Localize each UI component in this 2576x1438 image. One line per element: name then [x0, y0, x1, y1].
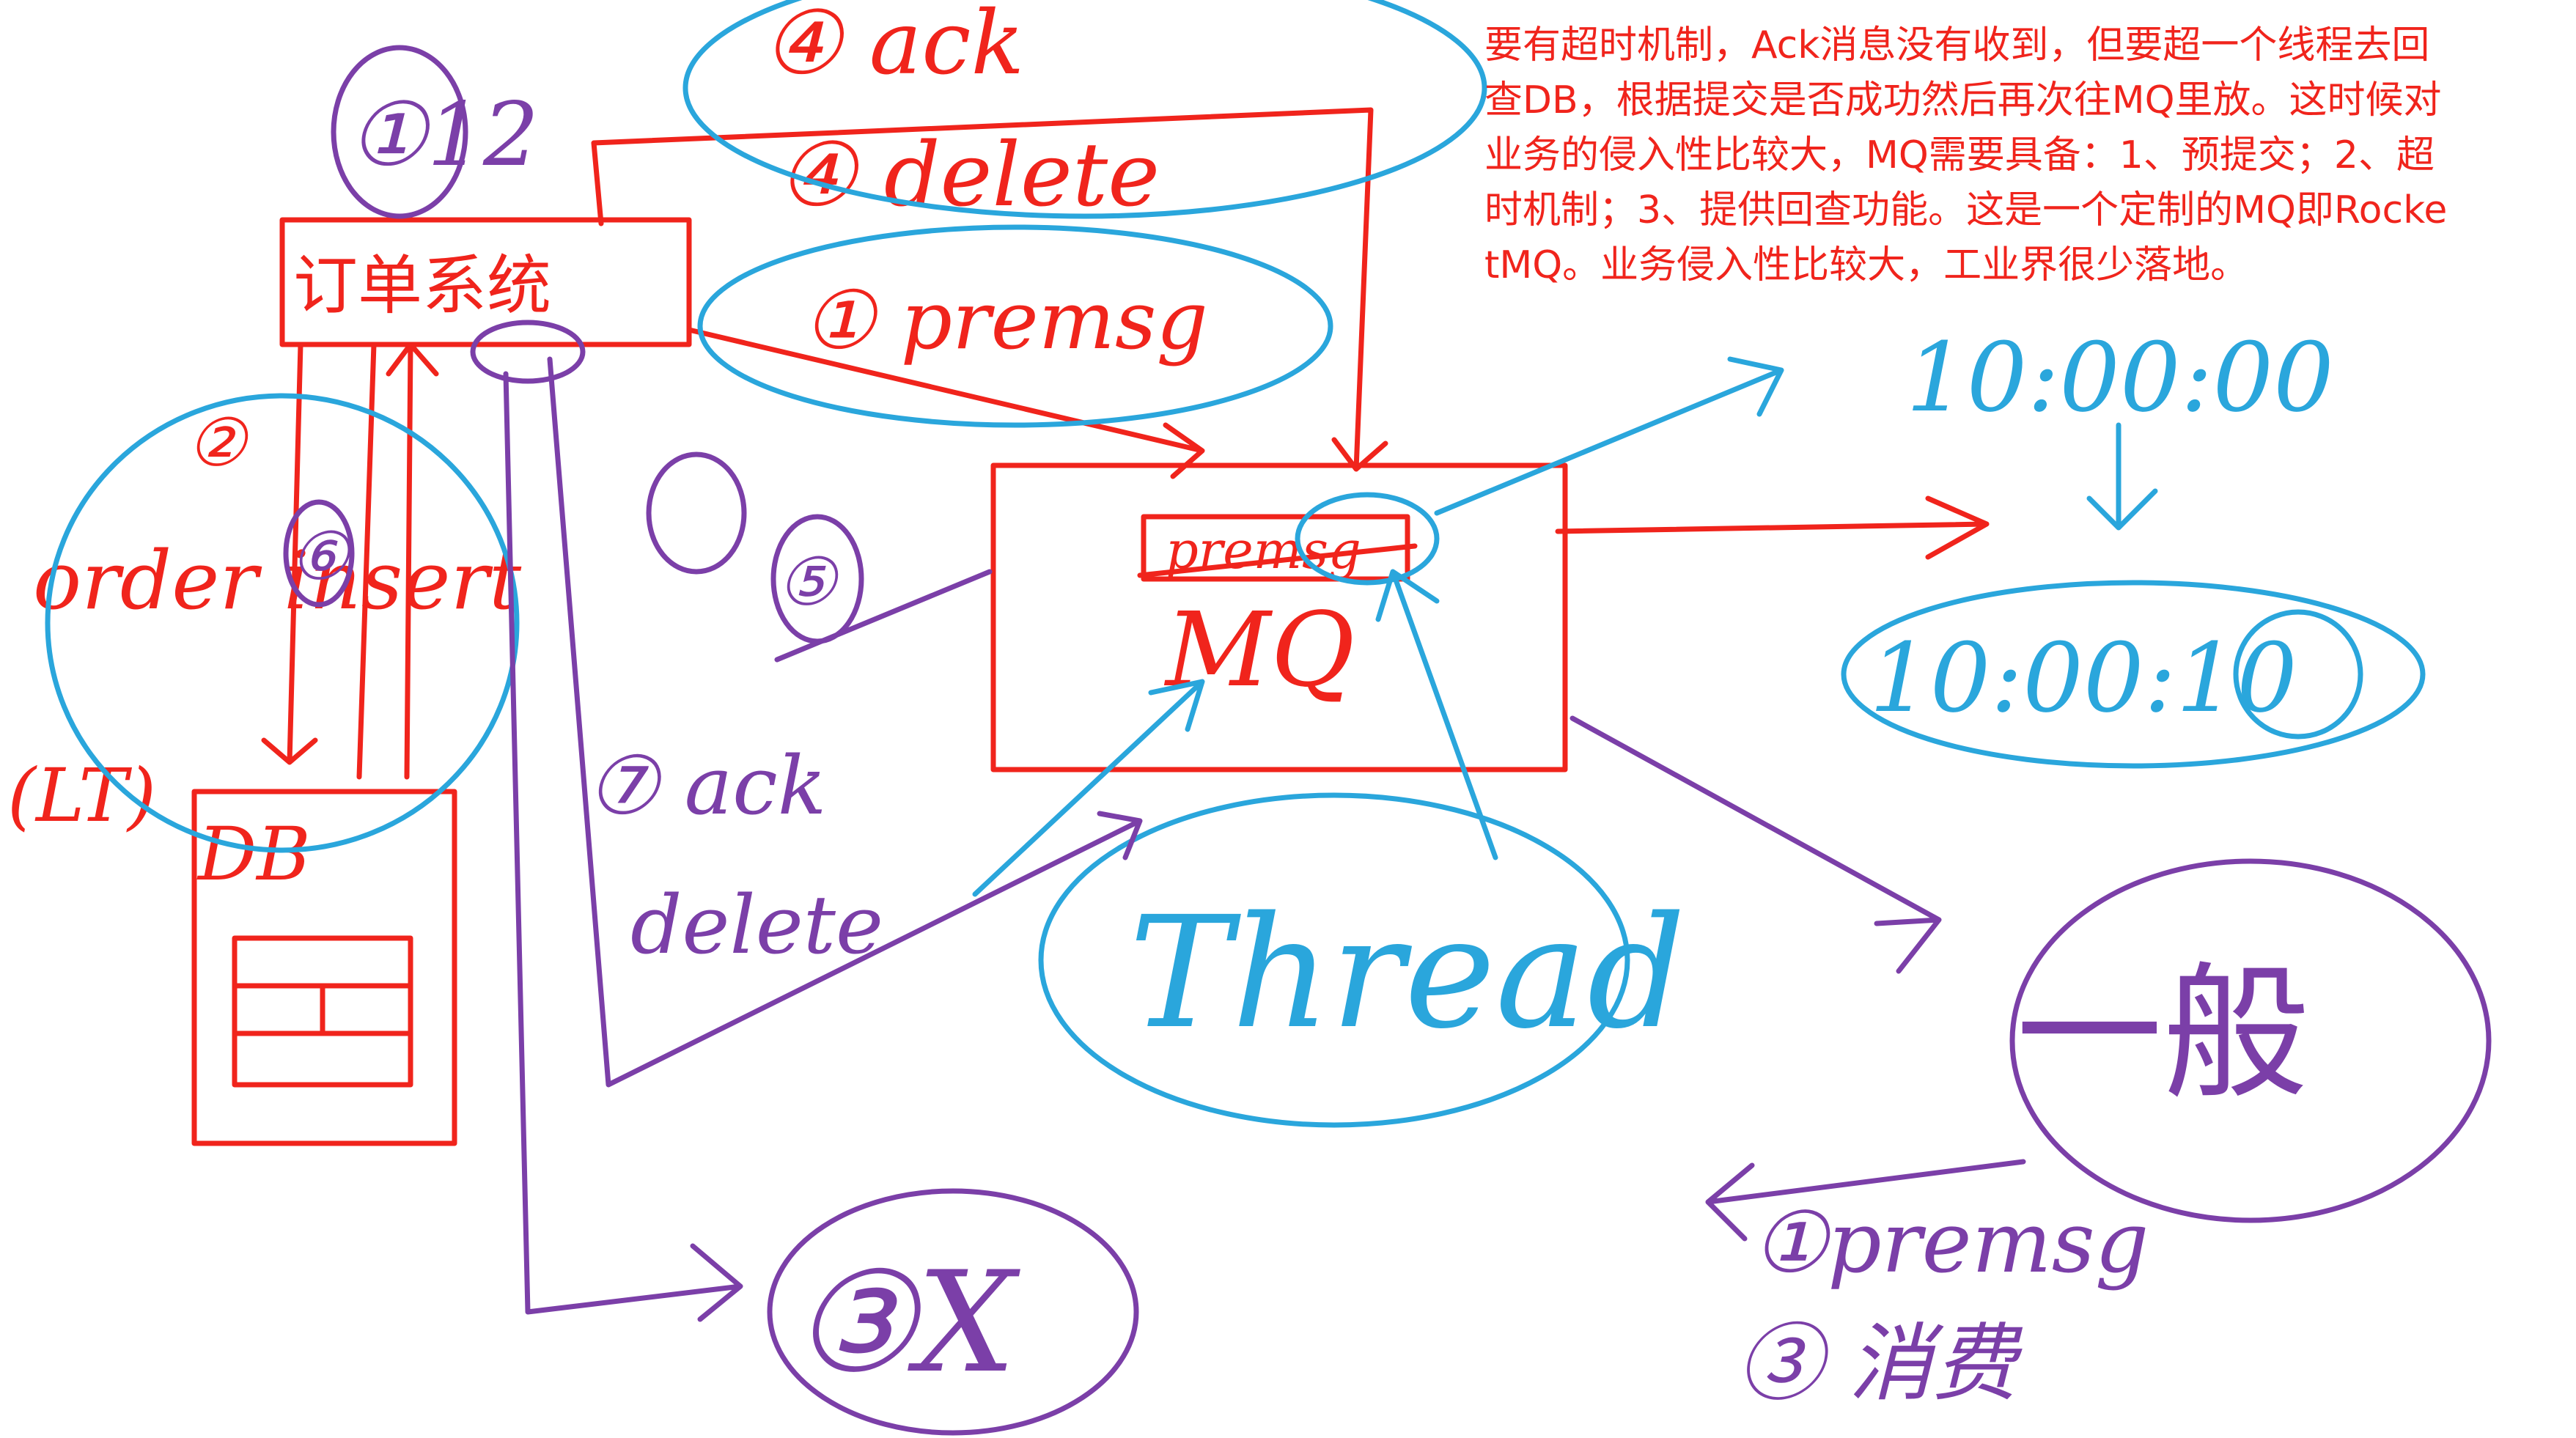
circle-step5-a [646, 451, 747, 575]
label-time1: 10:00:00 [1906, 322, 2334, 433]
ellipse-other-system [2009, 858, 2492, 1223]
line-order-db-2 [356, 342, 377, 780]
ellipse-thread [1038, 792, 1630, 1128]
label-order-insert: order insert [33, 534, 522, 627]
label-step6: ⑥ [290, 518, 352, 595]
ellipse-order-insert [45, 393, 520, 853]
arrow-thread-check [972, 679, 1205, 897]
arrow-premsg-to-mq [686, 327, 1205, 479]
arrow-time-down [2086, 422, 2158, 531]
label-order-service: 订单系统 [293, 248, 551, 323]
purple-text-layer: ①12 ⑥ ⑤ ⑦ ack delete ③X 一般 ①premsg ③ 消费 [290, 84, 2309, 1413]
arrow-thread-to-mq [1375, 569, 1498, 860]
purple-ink-layer [283, 45, 2492, 1436]
label-thread: Thread [1129, 883, 1686, 1063]
ellipse-3x [767, 1188, 1139, 1436]
red-ink-layer [191, 107, 1990, 1146]
circle-step6 [283, 499, 355, 608]
mq-box [990, 462, 1568, 773]
ellipse-time2 [1841, 580, 2426, 769]
ellipse-premsg [697, 224, 1333, 428]
label-3x: ③X [792, 1242, 1020, 1404]
label-step2: ② [187, 405, 249, 482]
circle-order-hub [470, 320, 586, 384]
blue-ink-layer [45, 0, 2426, 1128]
label-db: DB [196, 811, 311, 897]
arrow-order-to-db [261, 342, 318, 765]
arrow-order-to-3x [503, 371, 743, 1322]
arrow-ack-delete [547, 356, 1143, 1088]
annotation-note: 要有超时机制，Ack消息没有收到，但要超一个线程去回查DB，根据提交是否成功然后… [1484, 23, 2448, 287]
circle-top-left [331, 45, 468, 219]
order-service-box [279, 217, 692, 347]
db-box [191, 789, 457, 1146]
arrow-mq-to-consumer [1555, 495, 1990, 560]
label-step1-premsg: ① premsg [803, 273, 1208, 367]
line-step5 [774, 569, 993, 663]
label-step4-ack: ④ ack [762, 0, 1024, 95]
red-text-layer: ④ ack ④ delete ① premsg 订单系统 premsg MQ ②… [7, 0, 1361, 897]
label-lt: (LT) [7, 753, 156, 838]
label-step3-consume: ③ 消费 [1737, 1315, 2023, 1413]
label-step7-ack: ⑦ ack [586, 739, 826, 833]
arrow-mq-to-other [1569, 715, 1942, 974]
db-table [232, 935, 413, 1088]
label-delete: delete [630, 878, 883, 972]
ellipse-ack-delete [682, 0, 1487, 219]
label-step5: ⑤ [777, 544, 839, 621]
label-premsg-in-mq: premsg [1166, 520, 1361, 580]
premsg-strike [1137, 543, 1418, 578]
label-time2: 10:00:10 [1869, 622, 2297, 734]
arrow-other-back [1705, 1159, 2026, 1242]
label-other-system: 一般 [2016, 949, 2309, 1120]
label-top-left: ①12 [348, 84, 539, 186]
arrow-delete-to-mq [591, 107, 1388, 472]
arrow-mq-to-time [1434, 356, 1784, 516]
arrow-db-to-order [386, 342, 439, 780]
ellipse-premsg-mq [1295, 492, 1440, 586]
blue-text-layer: Thread 10:00:00 10:00:10 [1129, 322, 2334, 1063]
label-consume-premsg: ①premsg [1752, 1194, 2149, 1292]
ellipse-seconds [2233, 609, 2363, 740]
